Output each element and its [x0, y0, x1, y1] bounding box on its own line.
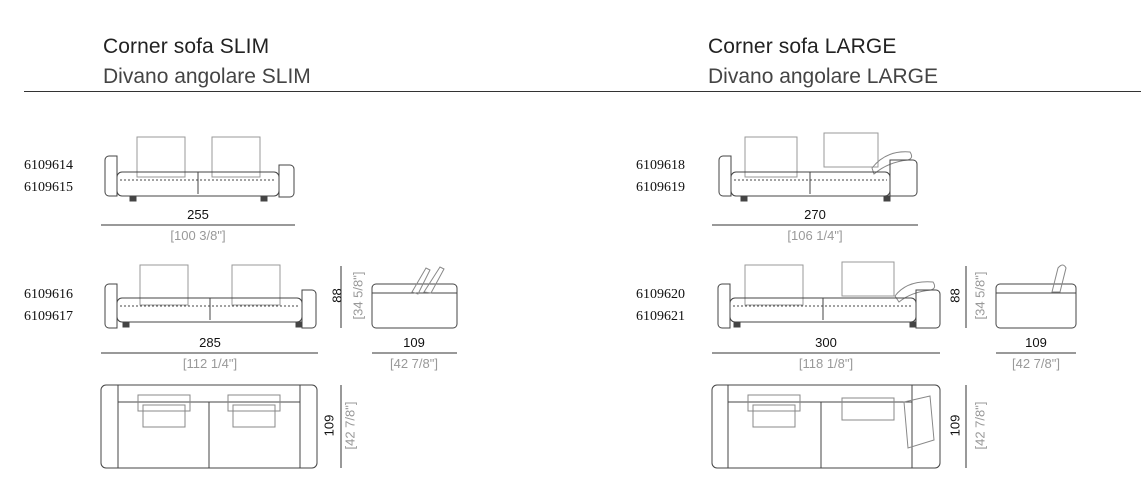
large-width-b-in: [118 1/8"]	[798, 356, 854, 371]
slim-width-a-in: [100 3/8"]	[170, 228, 226, 243]
header-rule	[24, 91, 1141, 92]
slim-subtitle: Divano angolare SLIM	[103, 65, 311, 88]
large-code-a-1: 6109618	[636, 158, 685, 173]
slim-plan-view	[100, 384, 318, 469]
large-width-a-in: [106 1/4"]	[787, 228, 843, 243]
slim-plan-depth-in: [42 7/8"]	[342, 401, 358, 450]
large-side-view	[995, 264, 1077, 354]
slim-code-a-2: 6109615	[24, 180, 73, 195]
large-width-b-cm: 300	[815, 335, 837, 350]
large-code-a-2: 6109619	[636, 180, 685, 195]
large-side-depth-cm: 109	[1025, 335, 1047, 350]
slim-plan-depth-cm: 109	[321, 414, 337, 437]
slim-title: Corner sofa SLIM	[103, 35, 270, 58]
large-code-b-2: 6109621	[636, 309, 685, 324]
slim-code-b-1: 6109616	[24, 287, 73, 302]
slim-side-depth-cm: 109	[403, 335, 425, 350]
slim-side-view	[371, 266, 458, 354]
slim-height-cm: 88	[329, 288, 345, 303]
slim-side-depth-in: [42 7/8"]	[390, 356, 438, 371]
slim-code-b-2: 6109617	[24, 309, 73, 324]
slim-front-view-a	[101, 136, 295, 226]
large-height-in: [34 5/8"]	[972, 271, 988, 320]
large-code-b-1: 6109620	[636, 287, 685, 302]
large-front-view-b	[712, 261, 941, 354]
slim-front-view-b	[101, 264, 318, 354]
slim-width-b-in: [112 1/4"]	[182, 356, 238, 371]
large-subtitle: Divano angolare LARGE	[708, 65, 938, 88]
slim-width-a-cm: 255	[187, 207, 209, 222]
large-width-a-cm: 270	[804, 207, 826, 222]
large-side-depth-in: [42 7/8"]	[1012, 356, 1060, 371]
large-plan-depth-cm: 109	[947, 414, 963, 437]
large-plan-view	[711, 384, 941, 469]
large-height-cm: 88	[947, 288, 963, 303]
large-title: Corner sofa LARGE	[708, 35, 897, 58]
large-plan-depth-in: [42 7/8"]	[972, 401, 988, 450]
slim-height-in: [34 5/8"]	[350, 271, 366, 320]
slim-code-a-1: 6109614	[24, 158, 73, 173]
large-front-view-a	[712, 132, 918, 226]
slim-width-b-cm: 285	[199, 335, 221, 350]
